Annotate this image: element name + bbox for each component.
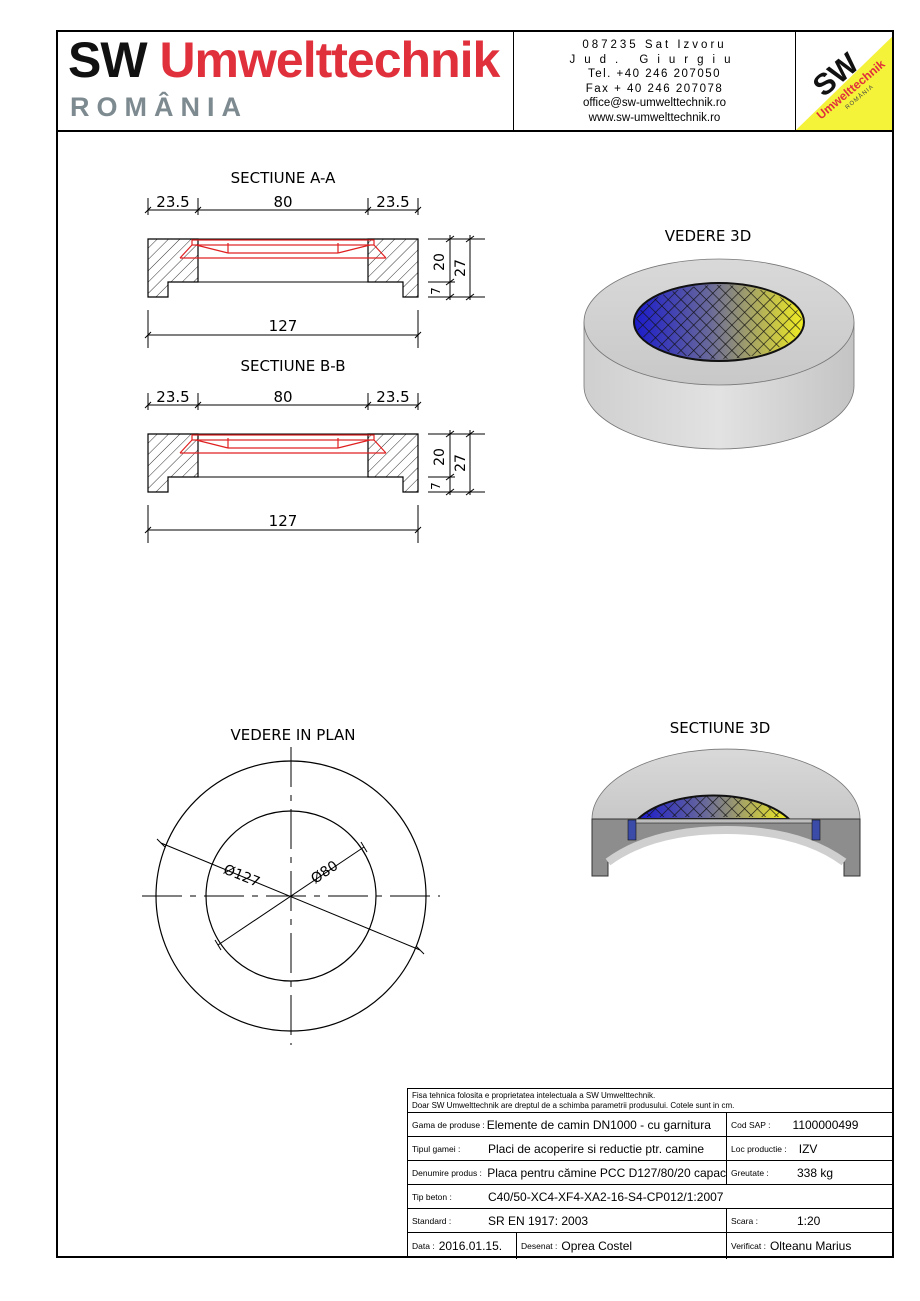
contact-tel: Tel. +40 246 207050 <box>587 68 722 80</box>
row-denumire: Denumire produs : Placa pentru cămine PCC… <box>408 1161 893 1185</box>
greut-value: 338 kg <box>797 1165 834 1180</box>
plan-view-title: VEDERE IN PLAN <box>230 726 355 744</box>
cod-value: 1100000499 <box>792 1117 859 1132</box>
section-aa-dim-mid: 80 <box>273 193 292 211</box>
contact-fax: Fax + 40 246 207078 <box>585 82 724 95</box>
beton-label: Tip beton : <box>412 1191 452 1202</box>
data-value: 2016.01.15. <box>438 1239 503 1253</box>
brand-sw: SW <box>68 32 148 88</box>
loc-label: Loc productie : <box>731 1143 787 1154</box>
section-aa-dim-h2: 27 <box>453 259 469 277</box>
gama-value: Elemente de camin DN1000 - cu garnitura <box>486 1117 711 1132</box>
desenat-label: Desenat : <box>521 1241 558 1251</box>
cod-label: Cod SAP : <box>731 1119 771 1130</box>
plan-view: VEDERE IN PLAN Ø127 Ø80 <box>142 726 440 1045</box>
contact-block: 087235 Sat Izvoru Jud. Giurgiu Tel. +40 … <box>514 32 796 130</box>
title-block-note: Fisa tehnica folosita e proprietatea int… <box>408 1089 893 1113</box>
row-data: Data :2016.01.15. Desenat :Oprea Costel … <box>408 1233 893 1259</box>
gama-label: Gama de produse : <box>412 1119 485 1130</box>
badge-logo: SW Umwelttechnik ROMÂNIA <box>796 32 892 130</box>
row-beton: Tip beton : C40/50-XC4-XF4-XA2-16-S4-CP01… <box>408 1185 893 1209</box>
beton-value: C40/50-XC4-XF4-XA2-16-S4-CP012/1:2007 <box>488 1189 724 1204</box>
greut-label: Greutate : <box>731 1167 769 1178</box>
section-bb-dim-total: 127 <box>269 512 298 530</box>
section-bb-dim-h1: 20 <box>432 448 448 466</box>
section-aa-dim-left: 23.5 <box>156 193 189 211</box>
section-bb-dim-h3: 7 <box>429 482 443 490</box>
loc-value: IZV <box>798 1141 818 1156</box>
plan-view-inner-dia: Ø80 <box>308 858 341 887</box>
section-aa-dim-total: 127 <box>269 317 298 335</box>
note-line-2: Doar SW Umwelttechnik are dreptul de a s… <box>412 1101 735 1110</box>
verif-value: Olteanu Marius <box>769 1239 852 1253</box>
verif-label: Verificat : <box>731 1241 766 1251</box>
view-3d-title: VEDERE 3D <box>665 227 752 245</box>
header: SW Umwelttechnik ROMÂNIA 087235 Sat Izvo… <box>56 30 894 132</box>
company-logo: SW Umwelttechnik ROMÂNIA <box>58 32 514 130</box>
note-line-1: Fisa tehnica folosita e proprietatea int… <box>412 1091 656 1100</box>
section-aa-dim-right: 23.5 <box>376 193 409 211</box>
section-aa-dim-h1: 20 <box>432 253 448 271</box>
brand-country: ROMÂNIA <box>70 92 248 122</box>
scara-value: 1:20 <box>797 1213 821 1228</box>
section-3d-title: SECTIUNE 3D <box>670 719 771 737</box>
den-value: Placa pentru cămine PCC D127/80/20 capac <box>487 1165 726 1180</box>
badge-logo-graphic: SW Umwelttechnik ROMÂNIA <box>796 36 892 130</box>
section-bb-dim-mid: 80 <box>273 388 292 406</box>
row-tip: Tipul gamei : Placi de acoperire si reduc… <box>408 1137 893 1161</box>
den-label: Denumire produs : <box>412 1167 482 1178</box>
section-bb-title: SECTIUNE B-B <box>241 357 346 375</box>
contact-email: office@sw-umwelttechnik.ro <box>582 97 727 109</box>
contact-website: www.sw-umwelttechnik.ro <box>588 111 721 124</box>
section-bb-dim-right: 23.5 <box>376 388 409 406</box>
brand-name: Umwelttechnik <box>159 32 500 88</box>
tip-label: Tipul gamei : <box>412 1143 461 1154</box>
section-bb-dim-left: 23.5 <box>156 388 189 406</box>
row-standard: Standard : SR EN 1917: 2003 Scara : 1:20 <box>408 1209 893 1233</box>
scara-label: Scara : <box>731 1215 758 1226</box>
section-aa-dim-h3: 7 <box>429 287 443 295</box>
data-label: Data : <box>412 1241 435 1251</box>
view-3d: VEDERE 3D <box>583 227 855 450</box>
tip-value: Placi de acoperire si reductie ptr. cami… <box>488 1141 705 1156</box>
title-block: Fisa tehnica folosita e proprietatea int… <box>407 1088 894 1259</box>
std-label: Standard : <box>412 1215 452 1226</box>
contact-address: 087235 Sat Izvoru <box>582 39 727 51</box>
section-aa: SECTIUNE A-A 23.5 80 23.5 <box>144 169 485 348</box>
row-gama: Gama de produse :Elemente de camin DN100… <box>408 1113 893 1137</box>
std-value: SR EN 1917: 2003 <box>488 1213 589 1228</box>
desenat-value: Oprea Costel <box>561 1239 633 1253</box>
section-3d: SECTIUNE 3D <box>591 719 861 877</box>
plan-view-outer-dia: Ø127 <box>221 862 262 891</box>
section-bb: SECTIUNE B-B 23.5 80 23.5 <box>144 357 485 543</box>
contact-county: Jud. Giurgiu <box>569 53 740 66</box>
section-bb-dim-h2: 27 <box>453 454 469 472</box>
section-aa-title: SECTIUNE A-A <box>231 169 337 187</box>
